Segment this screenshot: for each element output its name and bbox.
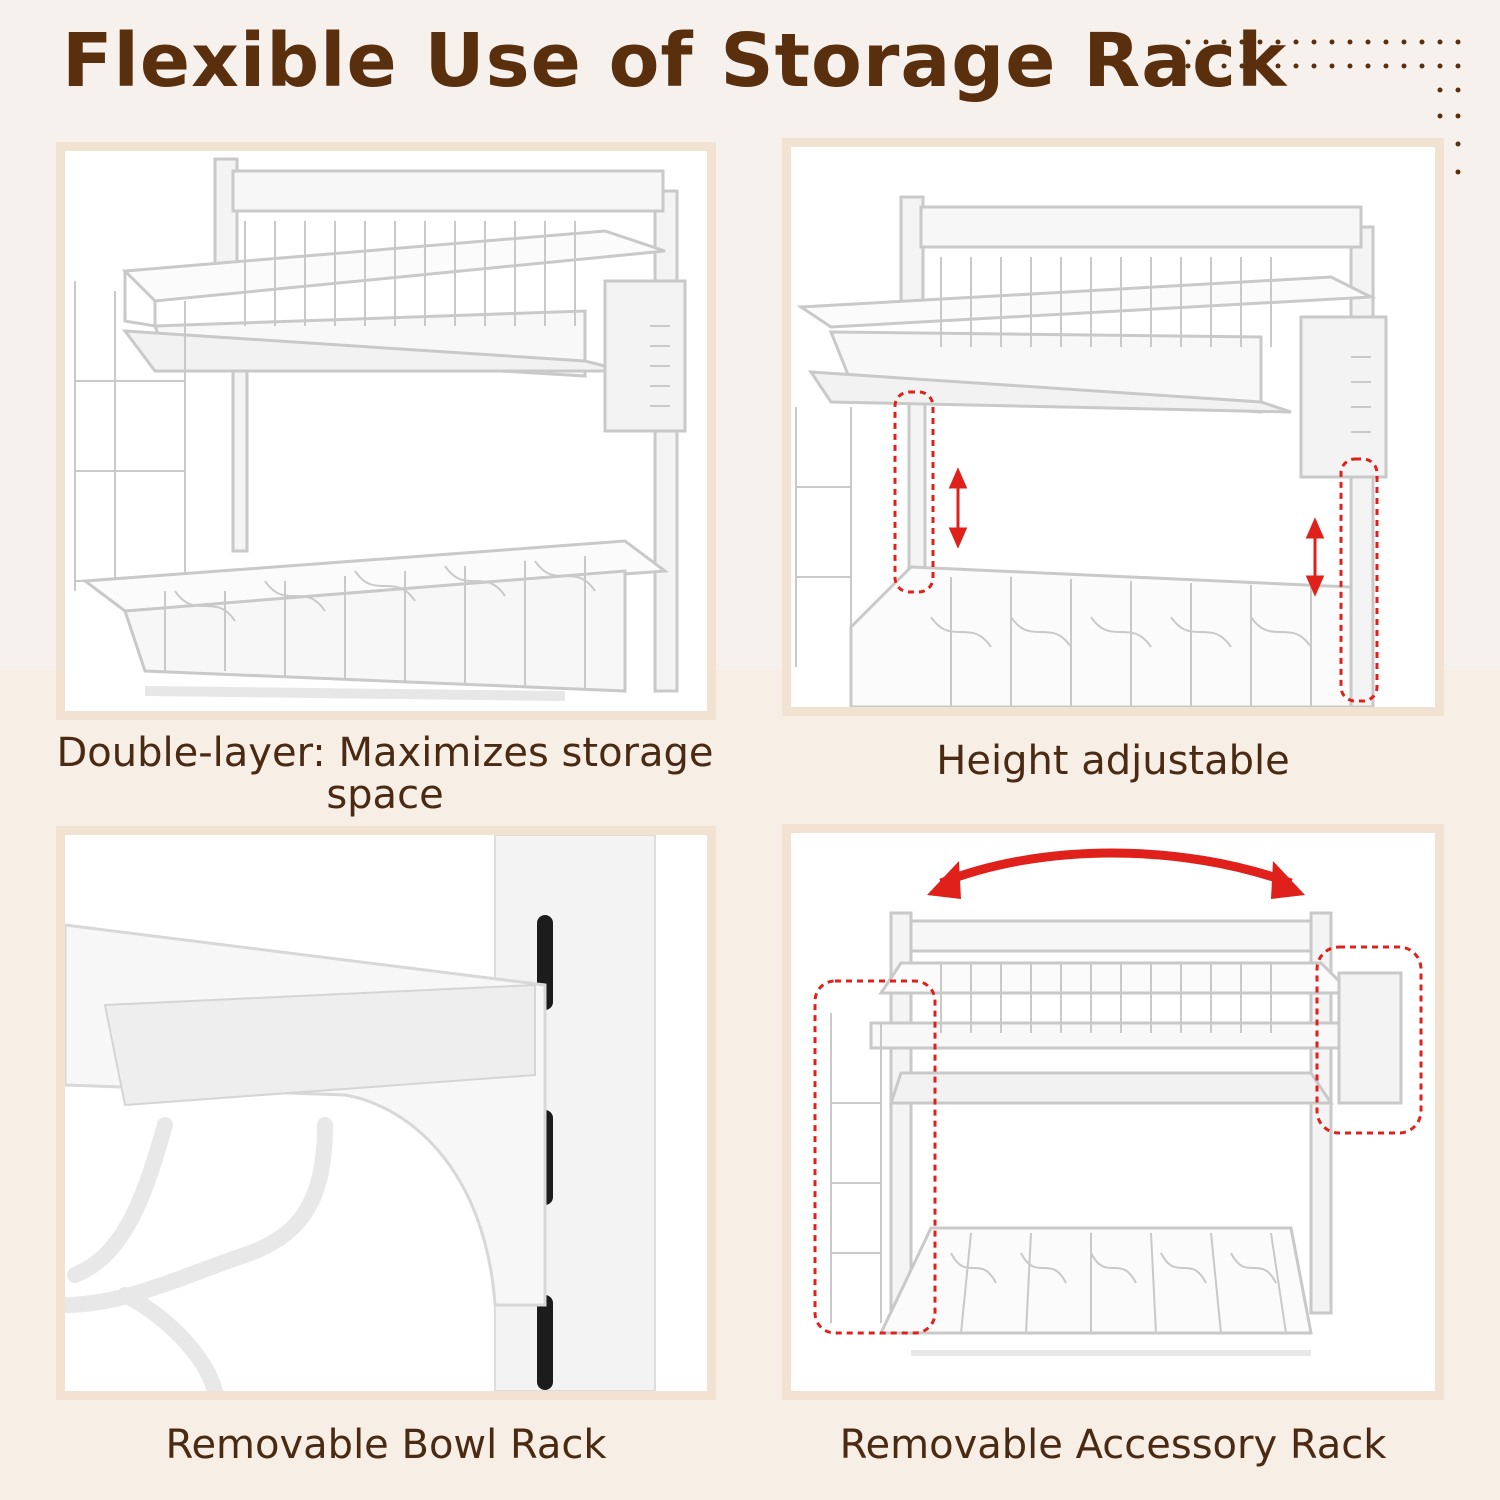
caption-double-layer: Double-layer: Maximizes storage space <box>56 730 714 818</box>
caption-removable-bowl-rack: Removable Bowl Rack <box>165 1422 607 1468</box>
panel-removable-accessory-rack <box>782 824 1444 1400</box>
accessory-rack-image <box>813 848 1423 1356</box>
decorative-dots <box>1185 39 1461 175</box>
caption-removable-accessory-rack: Removable Accessory Rack <box>839 1422 1387 1468</box>
bracket-closeup-image <box>65 835 707 1391</box>
panel-double-layer <box>56 142 716 720</box>
height-adjustable-rack-image <box>795 195 1388 707</box>
panel-removable-bowl-rack <box>56 826 716 1400</box>
two-tier-dish-rack-image <box>74 157 687 701</box>
caption-height-adjustable: Height adjustable <box>936 738 1290 784</box>
swap-arrow-icon <box>939 848 1293 888</box>
panel-height-adjustable <box>782 138 1444 716</box>
page-title: Flexible Use of Storage Rack <box>62 18 1288 104</box>
